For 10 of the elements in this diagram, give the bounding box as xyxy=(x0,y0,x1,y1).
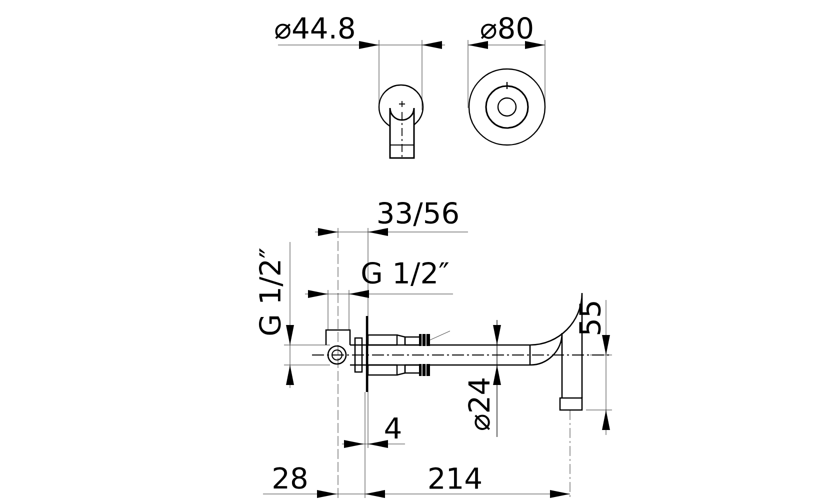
dimension-text: ⌀80 xyxy=(480,17,532,39)
dimension-text: 28 xyxy=(274,467,306,489)
dimension-text: 214 xyxy=(430,467,481,489)
dimension-text: 55 xyxy=(579,302,601,334)
dimension-text: ⌀24 xyxy=(468,378,490,430)
dimension-text: ⌀44.8 xyxy=(275,17,354,39)
dimension-text: G 1/2″ xyxy=(362,262,449,286)
dimension-text: 33/56 xyxy=(378,202,458,226)
dimension-text: 4 xyxy=(385,417,401,439)
dimension-text: G 1/2″ xyxy=(258,248,284,335)
